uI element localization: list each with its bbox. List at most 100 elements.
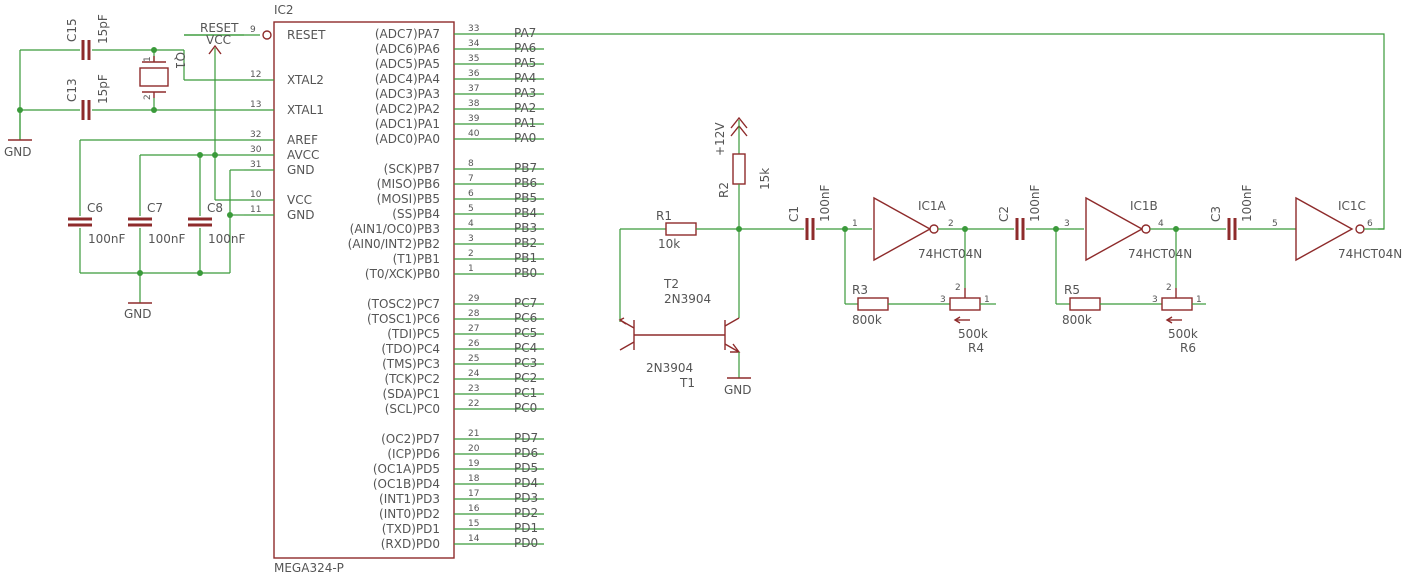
mcu-net-label: PA3 [514, 86, 536, 100]
mcu-pin-name: XTAL1 [287, 103, 324, 117]
mcu-pin-num: 8 [468, 159, 474, 169]
mcu-pin-num: 33 [468, 24, 479, 34]
inverter-ic1b: 3 4 IC1B 74HCT04N [1064, 196, 1226, 262]
mcu-net-label: PD6 [514, 446, 538, 460]
mcu-value: MEGA324-P [274, 561, 344, 575]
mcu-pin-name: (ADC6)PA6 [375, 42, 440, 56]
mcu-pin-name: (TMS)PC3 [382, 357, 440, 371]
mcu-pin-num: 39 [468, 114, 480, 124]
r3-value: 800k [852, 313, 882, 327]
mcu-pin-num: 23 [468, 384, 479, 394]
mcu-pin-name: (TDI)PC5 [387, 327, 440, 341]
mcu-pin-num: 12 [250, 70, 261, 80]
mcu-pin-num: 7 [468, 174, 474, 184]
mcu-pin-num: 35 [468, 54, 479, 64]
mcu-pin-num: 16 [468, 504, 480, 514]
ic1a-ref: IC1A [918, 199, 947, 213]
mcu-pin-name: (OC2)PD7 [381, 432, 440, 446]
ic1c-pin-in: 5 [1272, 219, 1278, 229]
ic1a-pin-in: 1 [852, 219, 858, 229]
c15-value: 15pF [96, 14, 110, 44]
mcu-pin-pb5: (MOSI)PB5 6 PB5 [377, 189, 544, 206]
mcu-pin-num: 24 [468, 369, 480, 379]
mcu-pin-num: 36 [468, 69, 480, 79]
mcu-pin-name: (ADC5)PA5 [375, 57, 440, 71]
mcu-net-label: PA4 [514, 71, 536, 85]
mcu-net-label: PA1 [514, 116, 536, 130]
transistor-amplifier: +12V R2 15k R1 10k T2 2N390 [618, 116, 804, 397]
ic1a-pin-out: 2 [948, 219, 954, 229]
supply-label: +12V [713, 122, 727, 156]
mcu-pin-num: 21 [468, 429, 479, 439]
supply-12v: +12V [713, 116, 748, 156]
ic1b-pin-in: 3 [1064, 219, 1070, 229]
mcu-net-label: PB5 [514, 191, 537, 205]
transistor-t1: 2N3904 T1 [618, 317, 695, 390]
mcu-net-label: PB0 [514, 266, 537, 280]
mcu-pin-name: (INT0)PD2 [379, 507, 440, 521]
mcu-pin-num: 22 [468, 399, 479, 409]
crystal-q1: 1 2 Q1 [139, 52, 187, 100]
mcu-net-label: PB3 [514, 221, 537, 235]
mcu-pin-num: 26 [468, 339, 480, 349]
ic1a-value: 74HCT04N [918, 247, 982, 261]
mcu-net-label: PC5 [514, 326, 537, 340]
mcu-pin-name: (ADC4)PA4 [375, 72, 440, 86]
ic1b-ref: IC1B [1130, 199, 1158, 213]
mcu-pin-name: XTAL2 [287, 73, 324, 87]
mcu-net-label: PD3 [514, 491, 538, 505]
mcu-net-label: PC1 [514, 386, 537, 400]
capacitor-c1: C1 100nF [787, 184, 872, 240]
mcu-pin-name: (MOSI)PB5 [377, 192, 440, 206]
mcu-pin-name: (ADC3)PA3 [375, 87, 440, 101]
mcu-pin-name: (TDO)PC4 [381, 342, 440, 356]
mcu-net-label: PB2 [514, 236, 537, 250]
mcu-net-label: PD0 [514, 536, 538, 550]
mcu-pin-num: 19 [468, 459, 480, 469]
mcu-pin-name: (OC1A)PD5 [373, 462, 440, 476]
mcu-pin-num: 9 [250, 25, 256, 35]
r6-pin1: 1 [1196, 295, 1202, 305]
c3-ref: C3 [1209, 206, 1223, 222]
resistor-r3: R3 800k [852, 283, 889, 327]
mcu-pin-num: 28 [468, 309, 480, 319]
mcu-pin-num: 4 [468, 219, 474, 229]
c6-value: 100nF [88, 232, 126, 246]
c2-value: 100nF [1028, 184, 1042, 222]
c15-ref: C15 [65, 18, 79, 42]
mcu-pin-pc5: (TDI)PC5 27 PC5 [387, 324, 544, 341]
mcu-pin-name: VCC [287, 193, 312, 207]
resistor-r2: R2 15k [717, 153, 772, 229]
mcu-pin-pa4: (ADC4)PA4 36 PA4 [375, 69, 544, 86]
q1-ref: Q1 [173, 52, 187, 69]
mcu-pin-num: 27 [468, 324, 479, 334]
mcu-pin-name: (T1)PB1 [393, 252, 440, 266]
mcu-pin-num: 34 [468, 39, 480, 49]
mcu-pin-num: 6 [468, 189, 474, 199]
inverter-chain: C1 100nF 1 2 IC1A 74HCT04N R3 800k [787, 184, 1402, 355]
mcu-pin-name: (ADC2)PA2 [375, 102, 440, 116]
c2-ref: C2 [997, 206, 1011, 222]
c7-value: 100nF [148, 232, 186, 246]
q1-pin2: 2 [143, 94, 153, 100]
mcu-pin-num: 30 [250, 145, 262, 155]
r1-ref: R1 [656, 209, 672, 223]
transistor-t2: T2 2N3904 [634, 277, 741, 378]
mcu-pin-name: AREF [287, 133, 318, 147]
potentiometer-r6: 3 2 1 500k R6 [1152, 283, 1202, 355]
mcu-pin-num: 20 [468, 444, 480, 454]
